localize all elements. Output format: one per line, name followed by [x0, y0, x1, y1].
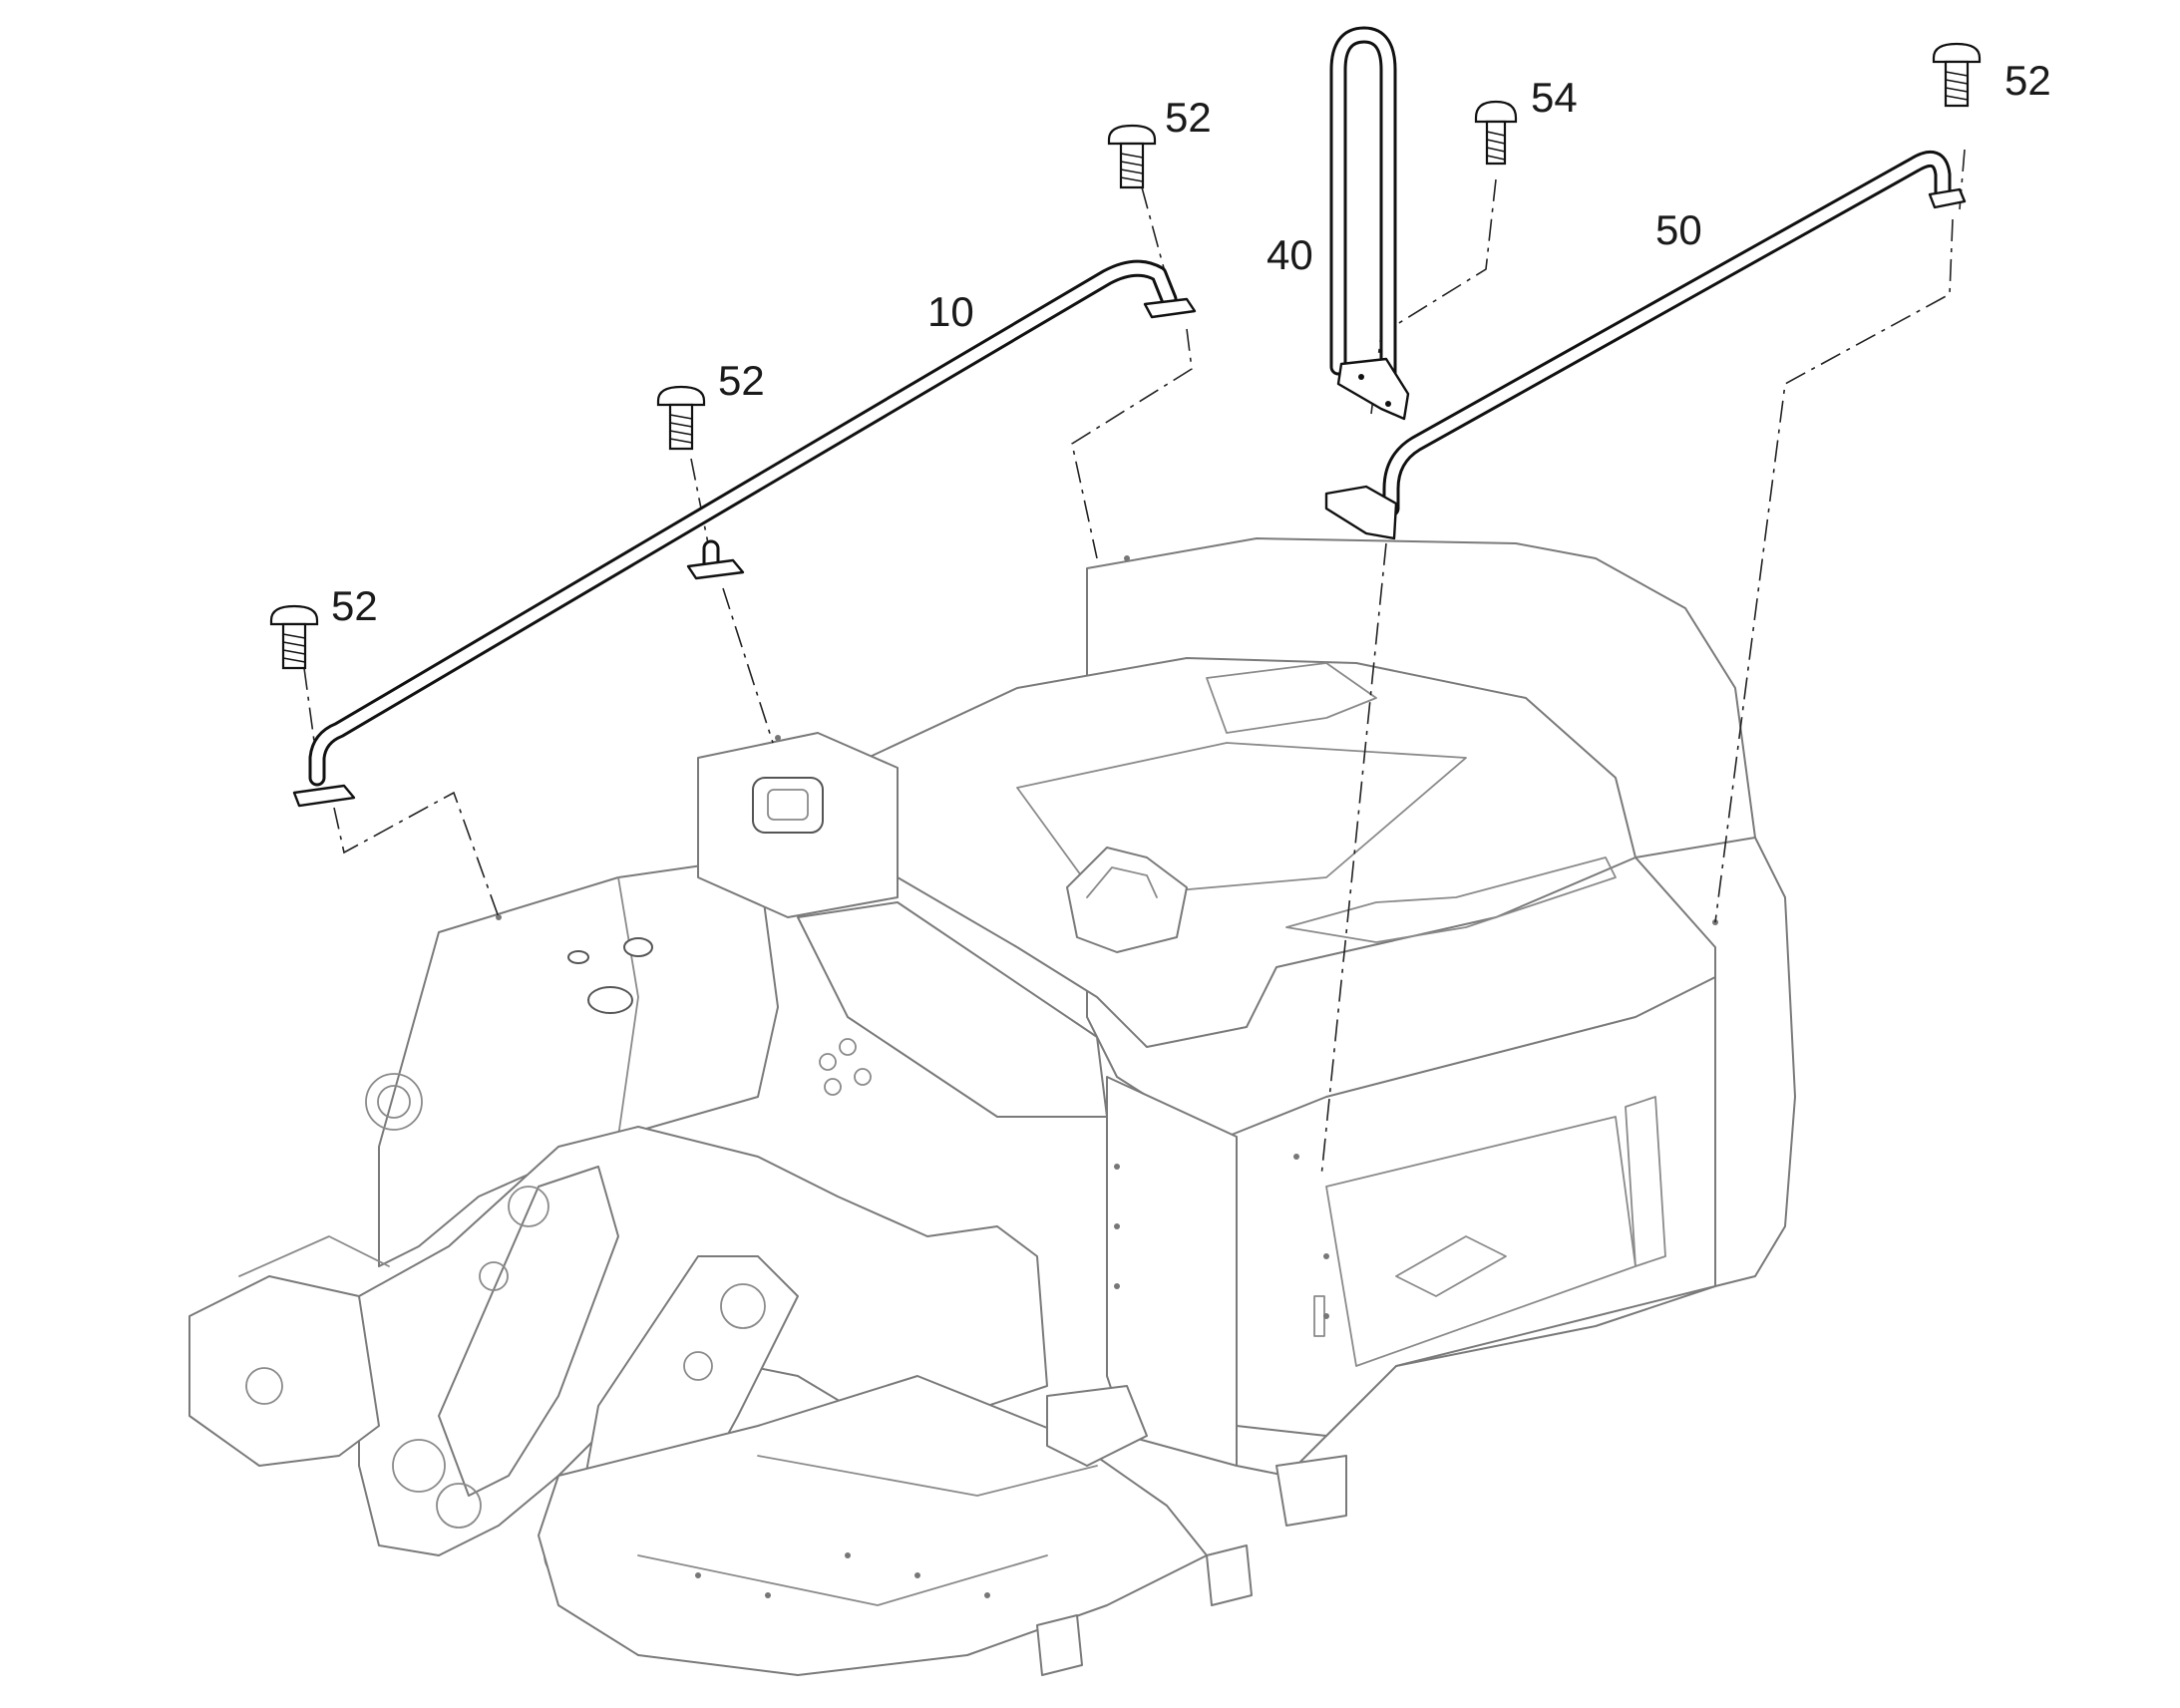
callout-bolt-top-center: 52 [1165, 94, 1212, 141]
bolt-52-left [269, 604, 319, 670]
bolt-52-middle [656, 385, 706, 451]
callout-rail-rear: 50 [1655, 206, 1702, 253]
bolt-52-top-right [1932, 42, 1982, 108]
handrail-10 [292, 259, 1197, 808]
machine-body [188, 537, 1796, 1676]
callout-bolt-left: 52 [331, 582, 378, 629]
callout-labels: 10 40 50 52 52 52 52 54 [331, 57, 2051, 629]
callout-rail-front: 10 [927, 288, 974, 335]
callout-bolt-top-right: 52 [2004, 57, 2051, 104]
machine-holes [496, 555, 1718, 1598]
bolt-52-top-center [1107, 124, 1157, 189]
handrail-50 [1324, 150, 1967, 540]
grab-handle-40 [1329, 26, 1410, 421]
callout-bolt-middle: 52 [718, 357, 765, 404]
callout-screw-handle: 54 [1531, 74, 1578, 121]
callout-grab-handle: 40 [1267, 231, 1313, 278]
screw-54 [1474, 100, 1518, 166]
